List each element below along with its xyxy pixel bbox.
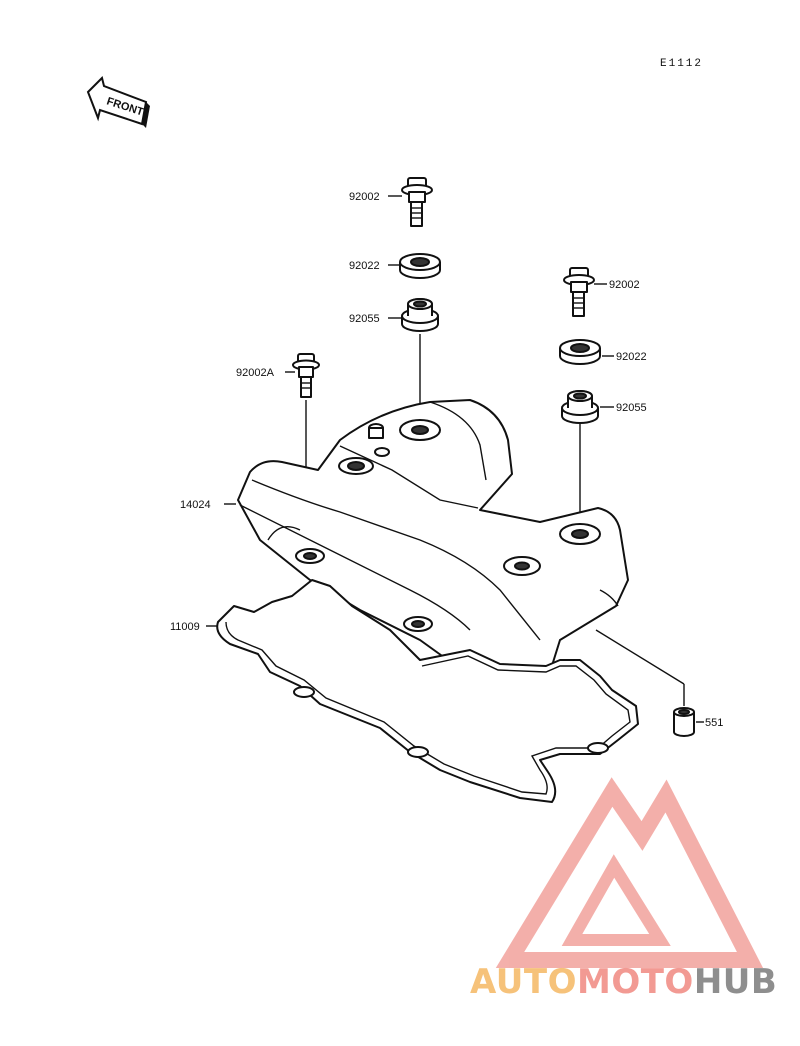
bolt-left — [401, 177, 433, 227]
grommet-left — [401, 298, 439, 332]
gasket — [216, 579, 639, 803]
watermark-moto: MOTO — [577, 962, 694, 1002]
watermark-logo-icon — [495, 777, 764, 968]
watermark-auto: AUTO — [470, 962, 577, 1002]
label-gasket: 11009 — [170, 621, 200, 633]
bolt-right — [563, 267, 595, 317]
washer-left — [399, 253, 441, 279]
washer-right — [559, 339, 601, 365]
label-cover: 14024 — [180, 499, 211, 511]
label-grommet-left: 92055 — [349, 313, 380, 325]
label-washer-right: 92022 — [616, 351, 647, 363]
front-arrow-icon: FRONT — [86, 76, 150, 128]
watermark-text: AUTOMOTOHUB — [470, 962, 777, 1002]
bolt-a — [292, 353, 320, 398]
label-bolt-left: 92002 — [349, 191, 380, 203]
diagram-code: E1112 — [660, 58, 703, 70]
dowel-pin — [673, 707, 695, 737]
label-bolt-a: 92002A — [236, 367, 275, 379]
svg-text:AUTOMOTOHUB: AUTOMOTOHUB — [470, 962, 777, 1002]
watermark-hub: HUB — [694, 962, 777, 1002]
label-grommet-right: 92055 — [616, 402, 647, 414]
label-dowel: 551 — [705, 717, 723, 729]
label-bolt-right: 92002 — [609, 279, 640, 291]
label-washer-left: 92022 — [349, 260, 380, 272]
grommet-right — [561, 390, 599, 424]
